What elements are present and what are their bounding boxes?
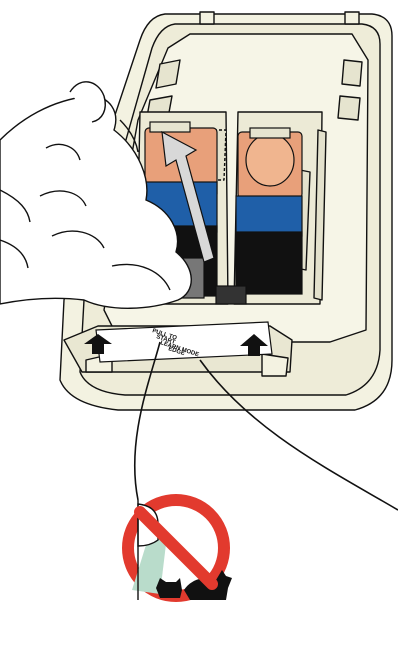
no-pets-prohibition-icon	[128, 500, 232, 600]
